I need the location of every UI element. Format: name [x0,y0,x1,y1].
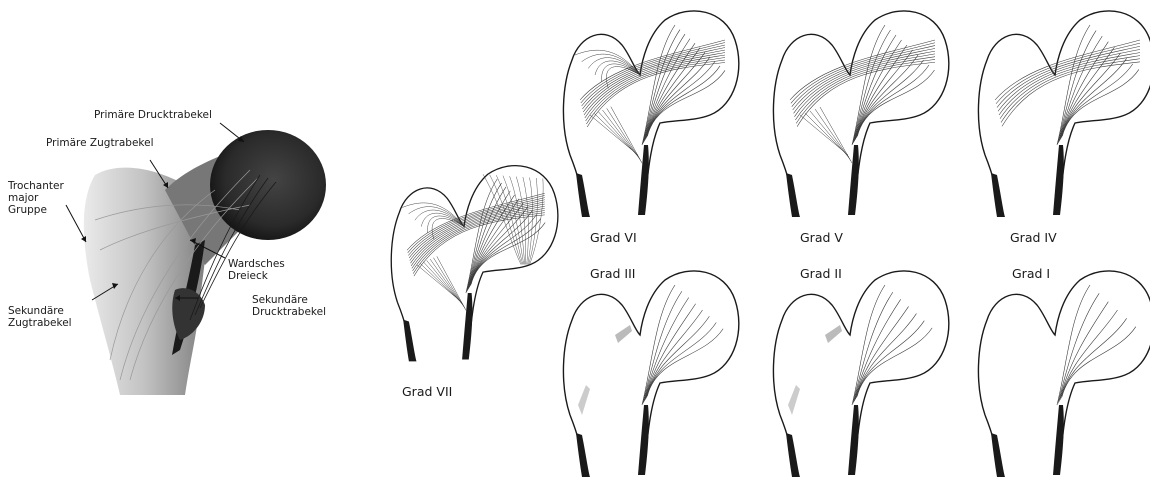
grade-label-iii: Grad III [590,266,635,281]
grade-label-vi: Grad VI [590,230,637,245]
grade-drawing-6 [563,11,738,217]
grade-drawing-4 [978,11,1150,217]
grade-label-vii: Grad VII [402,384,452,399]
grade-drawing-2 [773,271,948,477]
grade-drawing-5 [773,11,948,217]
grade-label-i: Grad I [1012,266,1050,281]
grade-drawing-1 [978,271,1150,477]
grade-label-ii: Grad II [800,266,842,281]
grade-drawing-3 [563,271,738,477]
grade-label-iv: Grad IV [1010,230,1057,245]
grade-drawing-7 [391,166,558,362]
grade-label-v: Grad V [800,230,843,245]
